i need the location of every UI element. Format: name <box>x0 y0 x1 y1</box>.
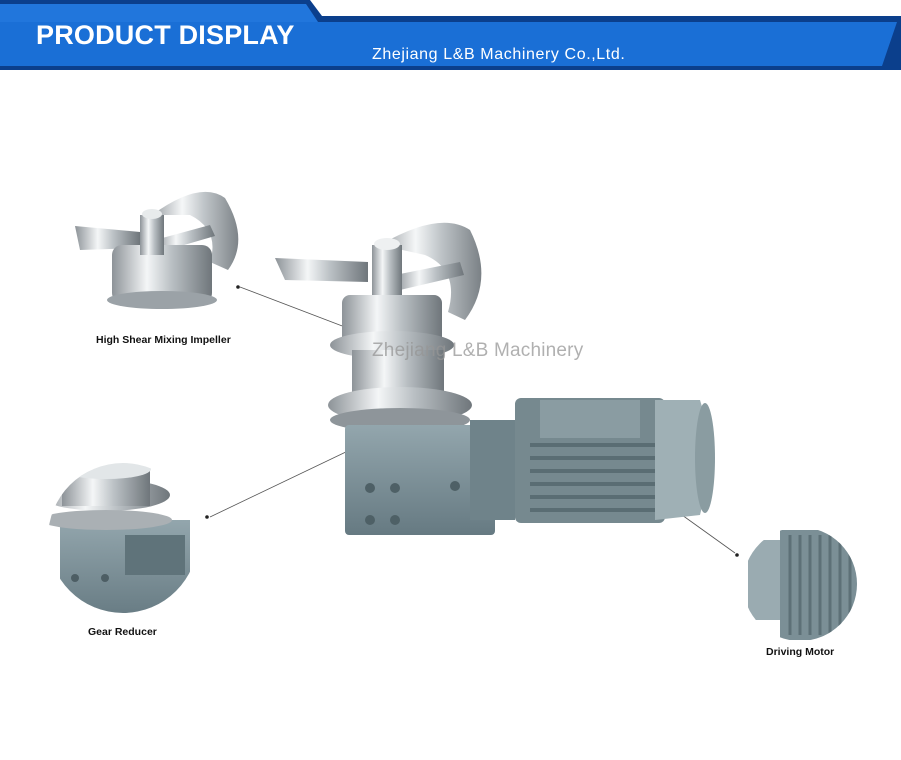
blade-icon <box>75 191 239 309</box>
main-product <box>275 222 715 535</box>
watermark: Zhejiang L&B Machinery <box>372 340 584 361</box>
label-gear-reducer: Gear Reducer <box>88 626 157 638</box>
banner-shape <box>0 0 901 70</box>
callout-lines <box>209 286 736 554</box>
gear-icon <box>48 463 198 613</box>
company-name: Zhejiang L&B Machinery Co.,Ltd. <box>372 46 626 63</box>
motor-icon <box>743 527 857 641</box>
label-impeller: High Shear Mixing Impeller <box>96 334 231 346</box>
header-banner: PRODUCT DISPLAY Zhejiang L&B Machinery C… <box>0 0 901 80</box>
callout-dots <box>205 285 739 557</box>
label-driving-motor: Driving Motor <box>766 646 835 658</box>
page-title: PRODUCT DISPLAY <box>36 20 295 50</box>
